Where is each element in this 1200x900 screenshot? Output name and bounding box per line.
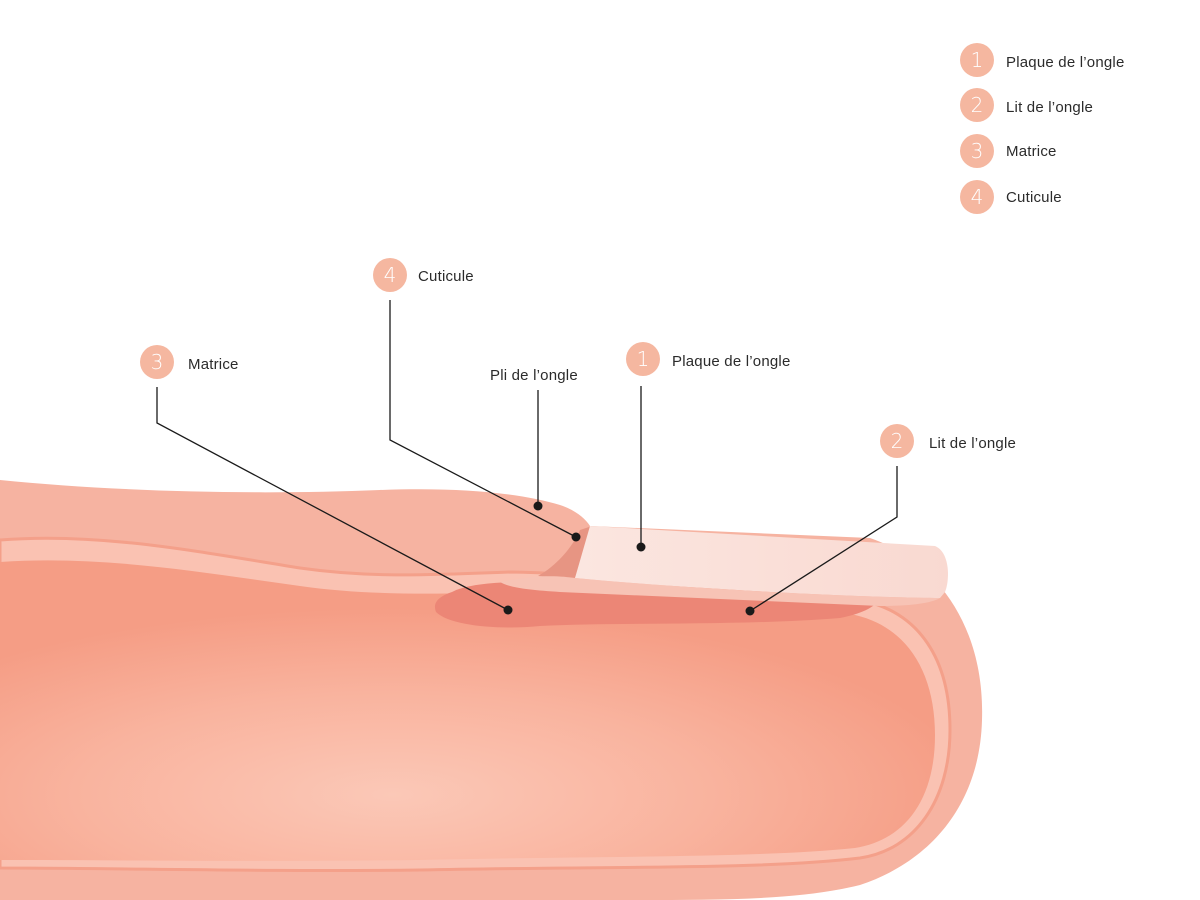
finger-flesh xyxy=(0,560,935,861)
callout-badge-4 xyxy=(373,258,407,292)
legend-number: 3 xyxy=(971,139,984,163)
legend-label: Cuticule xyxy=(1006,189,1062,206)
legend-number: 4 xyxy=(971,185,984,209)
callout-number: 4 xyxy=(384,263,397,287)
callout-dot xyxy=(503,605,513,615)
callout-label: Pli de l’ongle xyxy=(490,367,578,384)
legend-label: Plaque de l’ongle xyxy=(1006,54,1125,71)
callout-number: 2 xyxy=(891,429,904,453)
callout-number: 1 xyxy=(637,347,650,371)
callout-label: Lit de l’ongle xyxy=(929,435,1016,452)
legend-number: 1 xyxy=(971,48,984,72)
leader-line xyxy=(389,300,577,538)
callout-dot xyxy=(533,501,543,511)
callout-number: 3 xyxy=(151,350,164,374)
callout-badge-2 xyxy=(880,424,914,458)
callout-label: Plaque de l’ongle xyxy=(672,353,791,370)
callout-nail-bed: 2 Lit de l’ongle xyxy=(745,424,1016,616)
legend-badge-1 xyxy=(960,43,994,77)
callout-cuticle: 4 Cuticule xyxy=(373,258,581,542)
legend-label: Lit de l’ongle xyxy=(1006,99,1093,116)
callout-nail-fold: Pli de l’ongle xyxy=(490,367,578,511)
callout-matrix: 3 Matrice xyxy=(140,345,513,615)
legend-item: 4 Cuticule xyxy=(960,180,1062,214)
callout-dot xyxy=(745,606,755,616)
legend: 1 Plaque de l’ongle 2 Lit de l’ongle 3 M… xyxy=(960,43,1125,214)
leader-line xyxy=(156,387,509,611)
legend-item: 2 Lit de l’ongle xyxy=(960,88,1093,122)
callout-label: Matrice xyxy=(188,356,239,373)
legend-badge-2 xyxy=(960,88,994,122)
callout-badge-3 xyxy=(140,345,174,379)
callout-dot xyxy=(571,532,581,542)
legend-label: Matrice xyxy=(1006,143,1057,160)
legend-number: 2 xyxy=(971,93,984,117)
callout-dot xyxy=(636,542,646,552)
legend-item: 1 Plaque de l’ongle xyxy=(960,43,1125,77)
callout-label: Cuticule xyxy=(418,268,474,285)
nail-plate-underside xyxy=(500,576,940,606)
legend-item: 3 Matrice xyxy=(960,134,1057,168)
callout-badge-1 xyxy=(626,342,660,376)
legend-badge-3 xyxy=(960,134,994,168)
callout-nail-plate: 1 Plaque de l’ongle xyxy=(626,342,791,552)
leader-line xyxy=(749,466,898,612)
legend-badge-4 xyxy=(960,180,994,214)
